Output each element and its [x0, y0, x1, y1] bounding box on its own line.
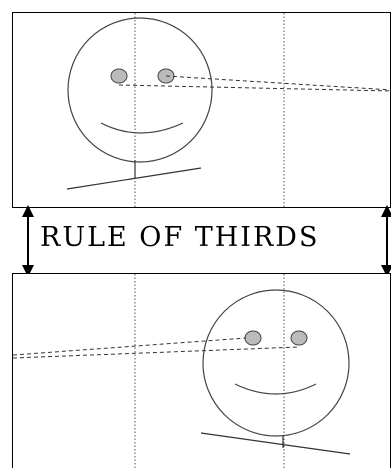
gaze-line-lower [13, 346, 300, 359]
separator-arrows [22, 205, 391, 276]
left-eye [110, 68, 128, 84]
top-frame-drawing [66, 13, 391, 209]
right-eye [290, 330, 308, 346]
gaze-line-upper [165, 75, 391, 91]
left-eye [244, 330, 262, 346]
ground-line [66, 167, 202, 190]
bottom-frame [12, 273, 391, 469]
smiley-face [202, 289, 350, 437]
smile [100, 122, 184, 134]
smiley-face [67, 17, 213, 163]
smile [234, 383, 317, 395]
caption-rule-of-thirds: RULE OF THIRDS [40, 222, 320, 253]
gaze-line-upper [13, 337, 247, 356]
top-frame [12, 12, 391, 209]
ground-line [200, 432, 351, 455]
gaze-line-lower [118, 84, 391, 92]
bottom-frame-drawing [13, 274, 351, 469]
